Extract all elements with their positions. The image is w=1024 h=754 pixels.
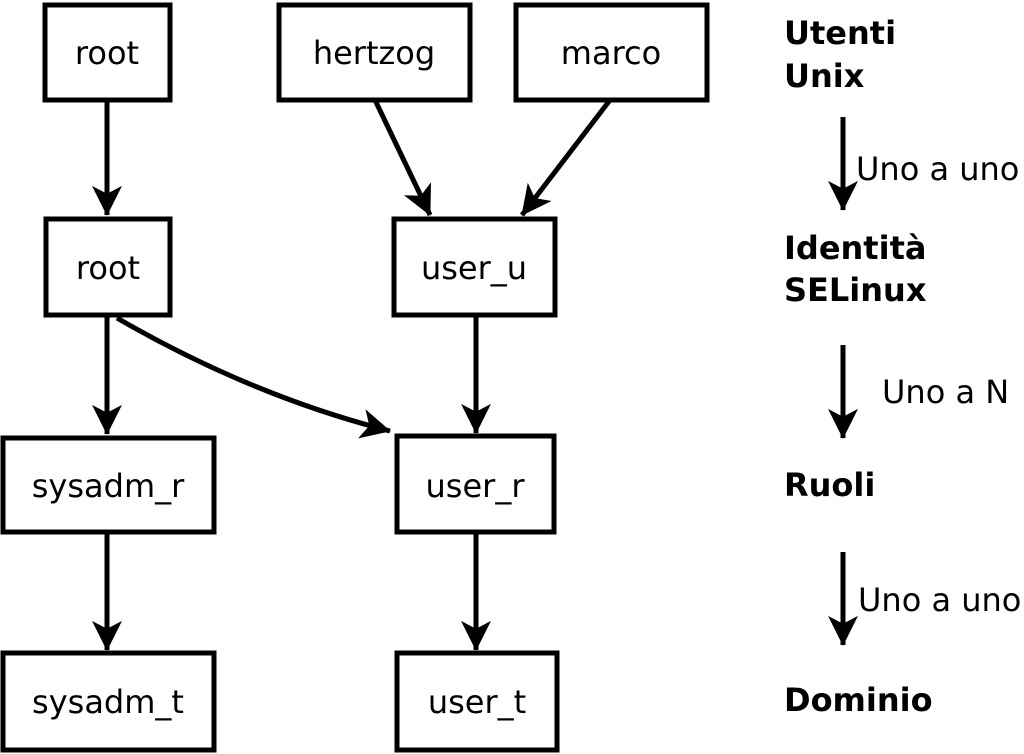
identity-root-label: root: [76, 249, 140, 287]
node-role-sysadm-r: sysadm_r: [0, 435, 217, 535]
edge-marco-to-user-u: [520, 98, 612, 217]
node-identity-user-u: user_u: [391, 216, 558, 318]
unix-hertzog-box: [276, 2, 473, 103]
domain-sysadm-t-box: [0, 650, 217, 753]
role-user-r-box: [394, 433, 557, 535]
legend-identita-selinux-line1: Identità: [784, 229, 926, 267]
node-unix-marco: marco: [513, 2, 710, 103]
role-user-r-label: user_r: [426, 467, 526, 505]
unix-hertzog-label: hertzog: [313, 34, 435, 72]
roles-row: sysadm_r user_r: [0, 433, 557, 535]
edge-hertzog-to-user-u: [372, 98, 433, 217]
unix-root-box: [42, 2, 173, 103]
unix-root-label: root: [75, 34, 139, 72]
legend-column: Utenti Unix Uno a uno Identità SELinux U…: [784, 14, 1021, 719]
node-role-user-r: user_r: [394, 433, 557, 535]
domains-row: sysadm_t user_t: [0, 650, 560, 753]
role-sysadm-r-box: [0, 435, 217, 535]
node-domain-sysadm-t: sysadm_t: [0, 650, 217, 753]
edge-root-to-user-r: [115, 315, 391, 439]
selinux-identities-row: root user_u: [43, 216, 558, 318]
node-domain-user-t: user_t: [394, 650, 560, 753]
identity-user-u-box: [391, 216, 558, 318]
edges: [92, 98, 612, 651]
legend-relation-uno-a-uno-2: Uno a uno: [858, 581, 1021, 619]
role-sysadm-r-label: sysadm_r: [32, 467, 185, 505]
legend-utenti-unix-line1: Utenti: [784, 14, 896, 52]
legend-identita-selinux-line2: SELinux: [784, 271, 927, 309]
node-identity-root: root: [43, 216, 173, 318]
node-unix-root: root: [42, 2, 173, 103]
unix-users-row: root hertzog marco: [42, 2, 710, 103]
identity-user-u-label: user_u: [421, 249, 527, 287]
node-unix-hertzog: hertzog: [276, 2, 473, 103]
unix-marco-label: marco: [561, 34, 661, 72]
legend-dominio: Dominio: [784, 681, 933, 719]
domain-user-t-box: [394, 650, 560, 753]
legend-relation-uno-a-n: Uno a N: [882, 373, 1009, 411]
identity-root-box: [43, 216, 173, 318]
unix-marco-box: [513, 2, 710, 103]
legend-ruoli: Ruoli: [784, 466, 875, 504]
legend-relation-uno-a-uno-1: Uno a uno: [856, 150, 1019, 188]
domain-sysadm-t-label: sysadm_t: [32, 683, 184, 721]
legend-utenti-unix-line2: Unix: [784, 57, 865, 95]
domain-user-t-label: user_t: [428, 683, 526, 721]
